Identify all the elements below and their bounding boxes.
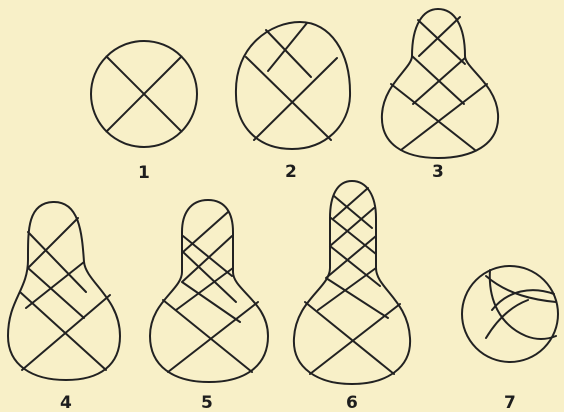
figure-4-label: 4 <box>60 393 72 412</box>
figure-2: 2 <box>236 22 350 182</box>
figure-5: 5 <box>150 200 268 412</box>
figure-4-strands <box>26 218 86 318</box>
figure-1-cross <box>107 57 182 132</box>
figure-3-strands <box>412 17 465 104</box>
figure-7-label: 7 <box>504 393 516 412</box>
figure-3-label: 3 <box>432 162 444 182</box>
figure-1: 1 <box>91 41 197 183</box>
figure-2-strands <box>266 23 311 77</box>
figure-3: 3 <box>382 9 498 182</box>
figure-6: 6 <box>294 181 410 412</box>
figure-1-label: 1 <box>138 163 150 183</box>
figure-4-cross <box>20 292 110 370</box>
figure-5-strands <box>176 212 240 322</box>
figure-4: 4 <box>8 202 120 412</box>
figure-3-outline <box>382 9 498 158</box>
figure-7-outline <box>462 266 558 362</box>
figure-5-cross <box>163 300 258 372</box>
figure-7: 7 <box>462 266 558 412</box>
figure-2-cross <box>246 57 337 140</box>
figure-6-strands <box>318 188 388 318</box>
figure-3-cross <box>391 84 487 150</box>
figure-5-label: 5 <box>201 393 213 412</box>
figure-2-label: 2 <box>285 162 297 182</box>
figure-4-outline <box>8 202 120 380</box>
figure-5-outline <box>150 200 268 382</box>
figure-6-label: 6 <box>346 393 358 412</box>
figure-6-cross <box>305 302 400 374</box>
